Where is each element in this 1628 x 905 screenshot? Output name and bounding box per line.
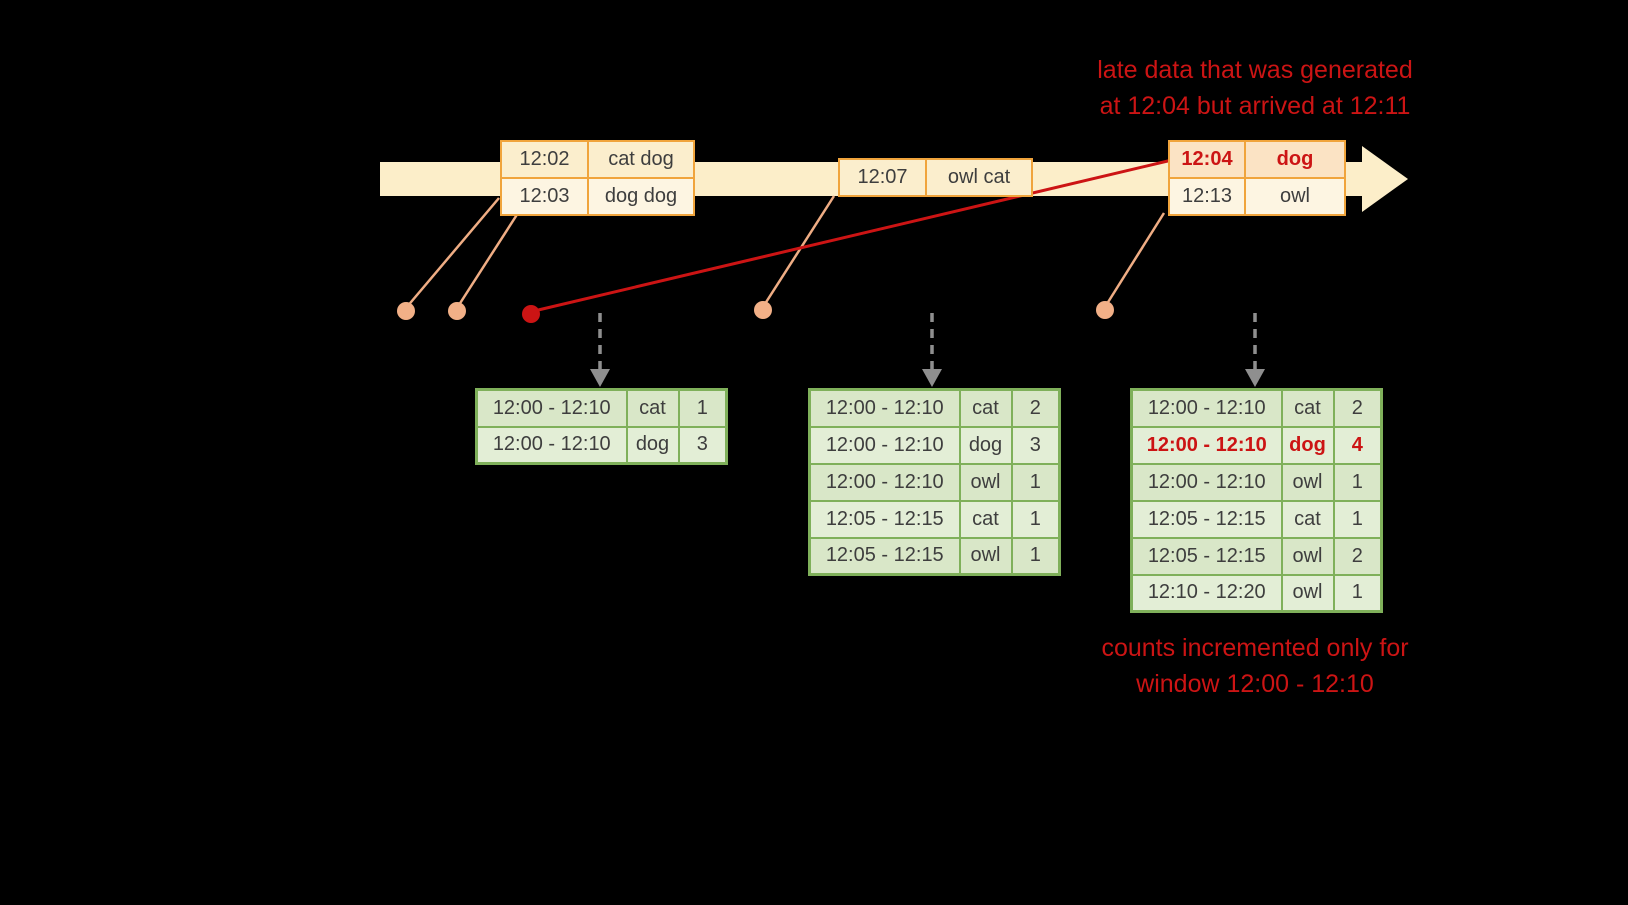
event-words-cell: cat dog [587,140,695,179]
word-cell: dog [1280,425,1335,465]
timeline-arrowhead-icon [1362,146,1408,212]
event-connector-line [405,197,500,309]
window-cell: 12:05 - 12:15 [1130,499,1283,539]
result-row: 12:00 - 12:10 cat 2 [808,388,1061,428]
result-row: 12:05 - 12:15 owl 2 [1130,536,1383,576]
event-dot [397,302,415,320]
word-cell: dog [958,425,1013,465]
event-connector-line [761,195,836,308]
event-row: 12:07 owl cat [838,158,1033,197]
count-cell: 2 [1332,388,1383,428]
result-row: 12:00 - 12:10 cat 2 [1130,388,1383,428]
count-cell: 3 [1010,425,1061,465]
result-row: 12:00 - 12:10 cat 1 [475,388,728,428]
word-cell: owl [1280,536,1335,576]
event-group-2: 12:07 owl cat [838,158,1033,197]
result-row: 12:05 - 12:15 cat 1 [1130,499,1383,539]
word-cell: owl [1280,573,1335,613]
late-event-row: 12:04 dog [1168,140,1346,179]
word-cell: owl [958,536,1013,576]
window-cell: 12:00 - 12:10 [808,388,961,428]
result-row: 12:00 - 12:10 owl 1 [808,462,1061,502]
event-group-1: 12:02 cat dog 12:03 dog dog [500,140,695,216]
trigger-arrow-icon [1245,313,1265,387]
count-cell: 1 [1010,499,1061,539]
window-cell: 12:00 - 12:10 [475,388,628,428]
window-cell: 12:05 - 12:15 [808,499,961,539]
counts-note-line1: counts incremented only for [1101,634,1409,662]
window-cell: 12:00 - 12:10 [1130,388,1283,428]
count-cell: 2 [1010,388,1061,428]
word-cell: owl [958,462,1013,502]
result-row: 12:05 - 12:15 cat 1 [808,499,1061,539]
event-time-cell: 12:13 [1168,177,1246,216]
event-time-cell: 12:03 [500,177,589,216]
late-data-annotation-line2: at 12:04 but arrived at 12:11 [1099,92,1411,121]
result-table-1: 12:00 - 12:10 cat 1 12:00 - 12:10 dog 3 [475,388,728,465]
event-dot [1096,301,1114,319]
count-cell: 2 [1332,536,1383,576]
word-cell: owl [1280,462,1335,502]
trigger-arrow-icon [922,313,942,387]
count-cell: 1 [1010,536,1061,576]
event-words-cell: owl cat [925,158,1033,197]
word-cell: cat [1280,388,1335,428]
event-group-3: 12:04 dog 12:13 owl [1168,140,1346,216]
event-row: 12:02 cat dog [500,140,695,179]
result-row: 12:00 - 12:10 owl 1 [1130,462,1383,502]
window-cell: 12:00 - 12:10 [1130,425,1283,465]
event-time-cell: 12:04 [1168,140,1246,179]
event-words-cell: owl [1244,177,1346,216]
event-time-cell: 12:02 [500,140,589,179]
count-cell: 1 [1332,462,1383,502]
counts-note-annotation: counts incremented only for window 12:00… [1035,630,1475,703]
window-cell: 12:00 - 12:10 [808,462,961,502]
count-cell: 1 [1010,462,1061,502]
event-time-cell: 12:07 [838,158,927,197]
window-cell: 12:10 - 12:20 [1130,573,1283,613]
result-row: 12:00 - 12:10 dog 3 [808,425,1061,465]
event-connector-line [1103,212,1166,308]
word-cell: cat [958,388,1013,428]
counts-note-line2: window 12:00 - 12:10 [1136,670,1374,699]
count-cell: 1 [1332,573,1383,613]
event-row: 12:03 dog dog [500,177,695,216]
count-cell: 3 [677,425,728,465]
window-cell: 12:05 - 12:15 [1130,536,1283,576]
word-cell: cat [1280,499,1335,539]
result-row: 12:10 - 12:20 owl 1 [1130,573,1383,613]
late-data-annotation: late data that was generated at 12:04 bu… [1035,52,1475,125]
updated-result-row: 12:00 - 12:10 dog 4 [1130,425,1383,465]
window-cell: 12:05 - 12:15 [808,536,961,576]
result-row: 12:05 - 12:15 owl 1 [808,536,1061,576]
late-data-connector-line [533,158,1173,313]
count-cell: 4 [1332,425,1383,465]
count-cell: 1 [677,388,728,428]
event-dot [754,301,772,319]
window-cell: 12:00 - 12:10 [475,425,628,465]
word-cell: cat [958,499,1013,539]
result-table-3: 12:00 - 12:10 cat 2 12:00 - 12:10 dog 4 … [1130,388,1383,613]
event-connector-line [455,212,520,309]
event-row: 12:13 owl [1168,177,1346,216]
trigger-arrow-icon [590,313,610,387]
count-cell: 1 [1332,499,1383,539]
result-row: 12:00 - 12:10 dog 3 [475,425,728,465]
window-cell: 12:00 - 12:10 [808,425,961,465]
late-data-annotation-line1: late data that was generated [1097,56,1413,84]
event-words-cell: dog [1244,140,1346,179]
word-cell: cat [625,388,680,428]
word-cell: dog [625,425,680,465]
event-dot [448,302,466,320]
late-event-dot [522,305,540,323]
event-words-cell: dog dog [587,177,695,216]
window-cell: 12:00 - 12:10 [1130,462,1283,502]
result-table-2: 12:00 - 12:10 cat 2 12:00 - 12:10 dog 3 … [808,388,1061,576]
